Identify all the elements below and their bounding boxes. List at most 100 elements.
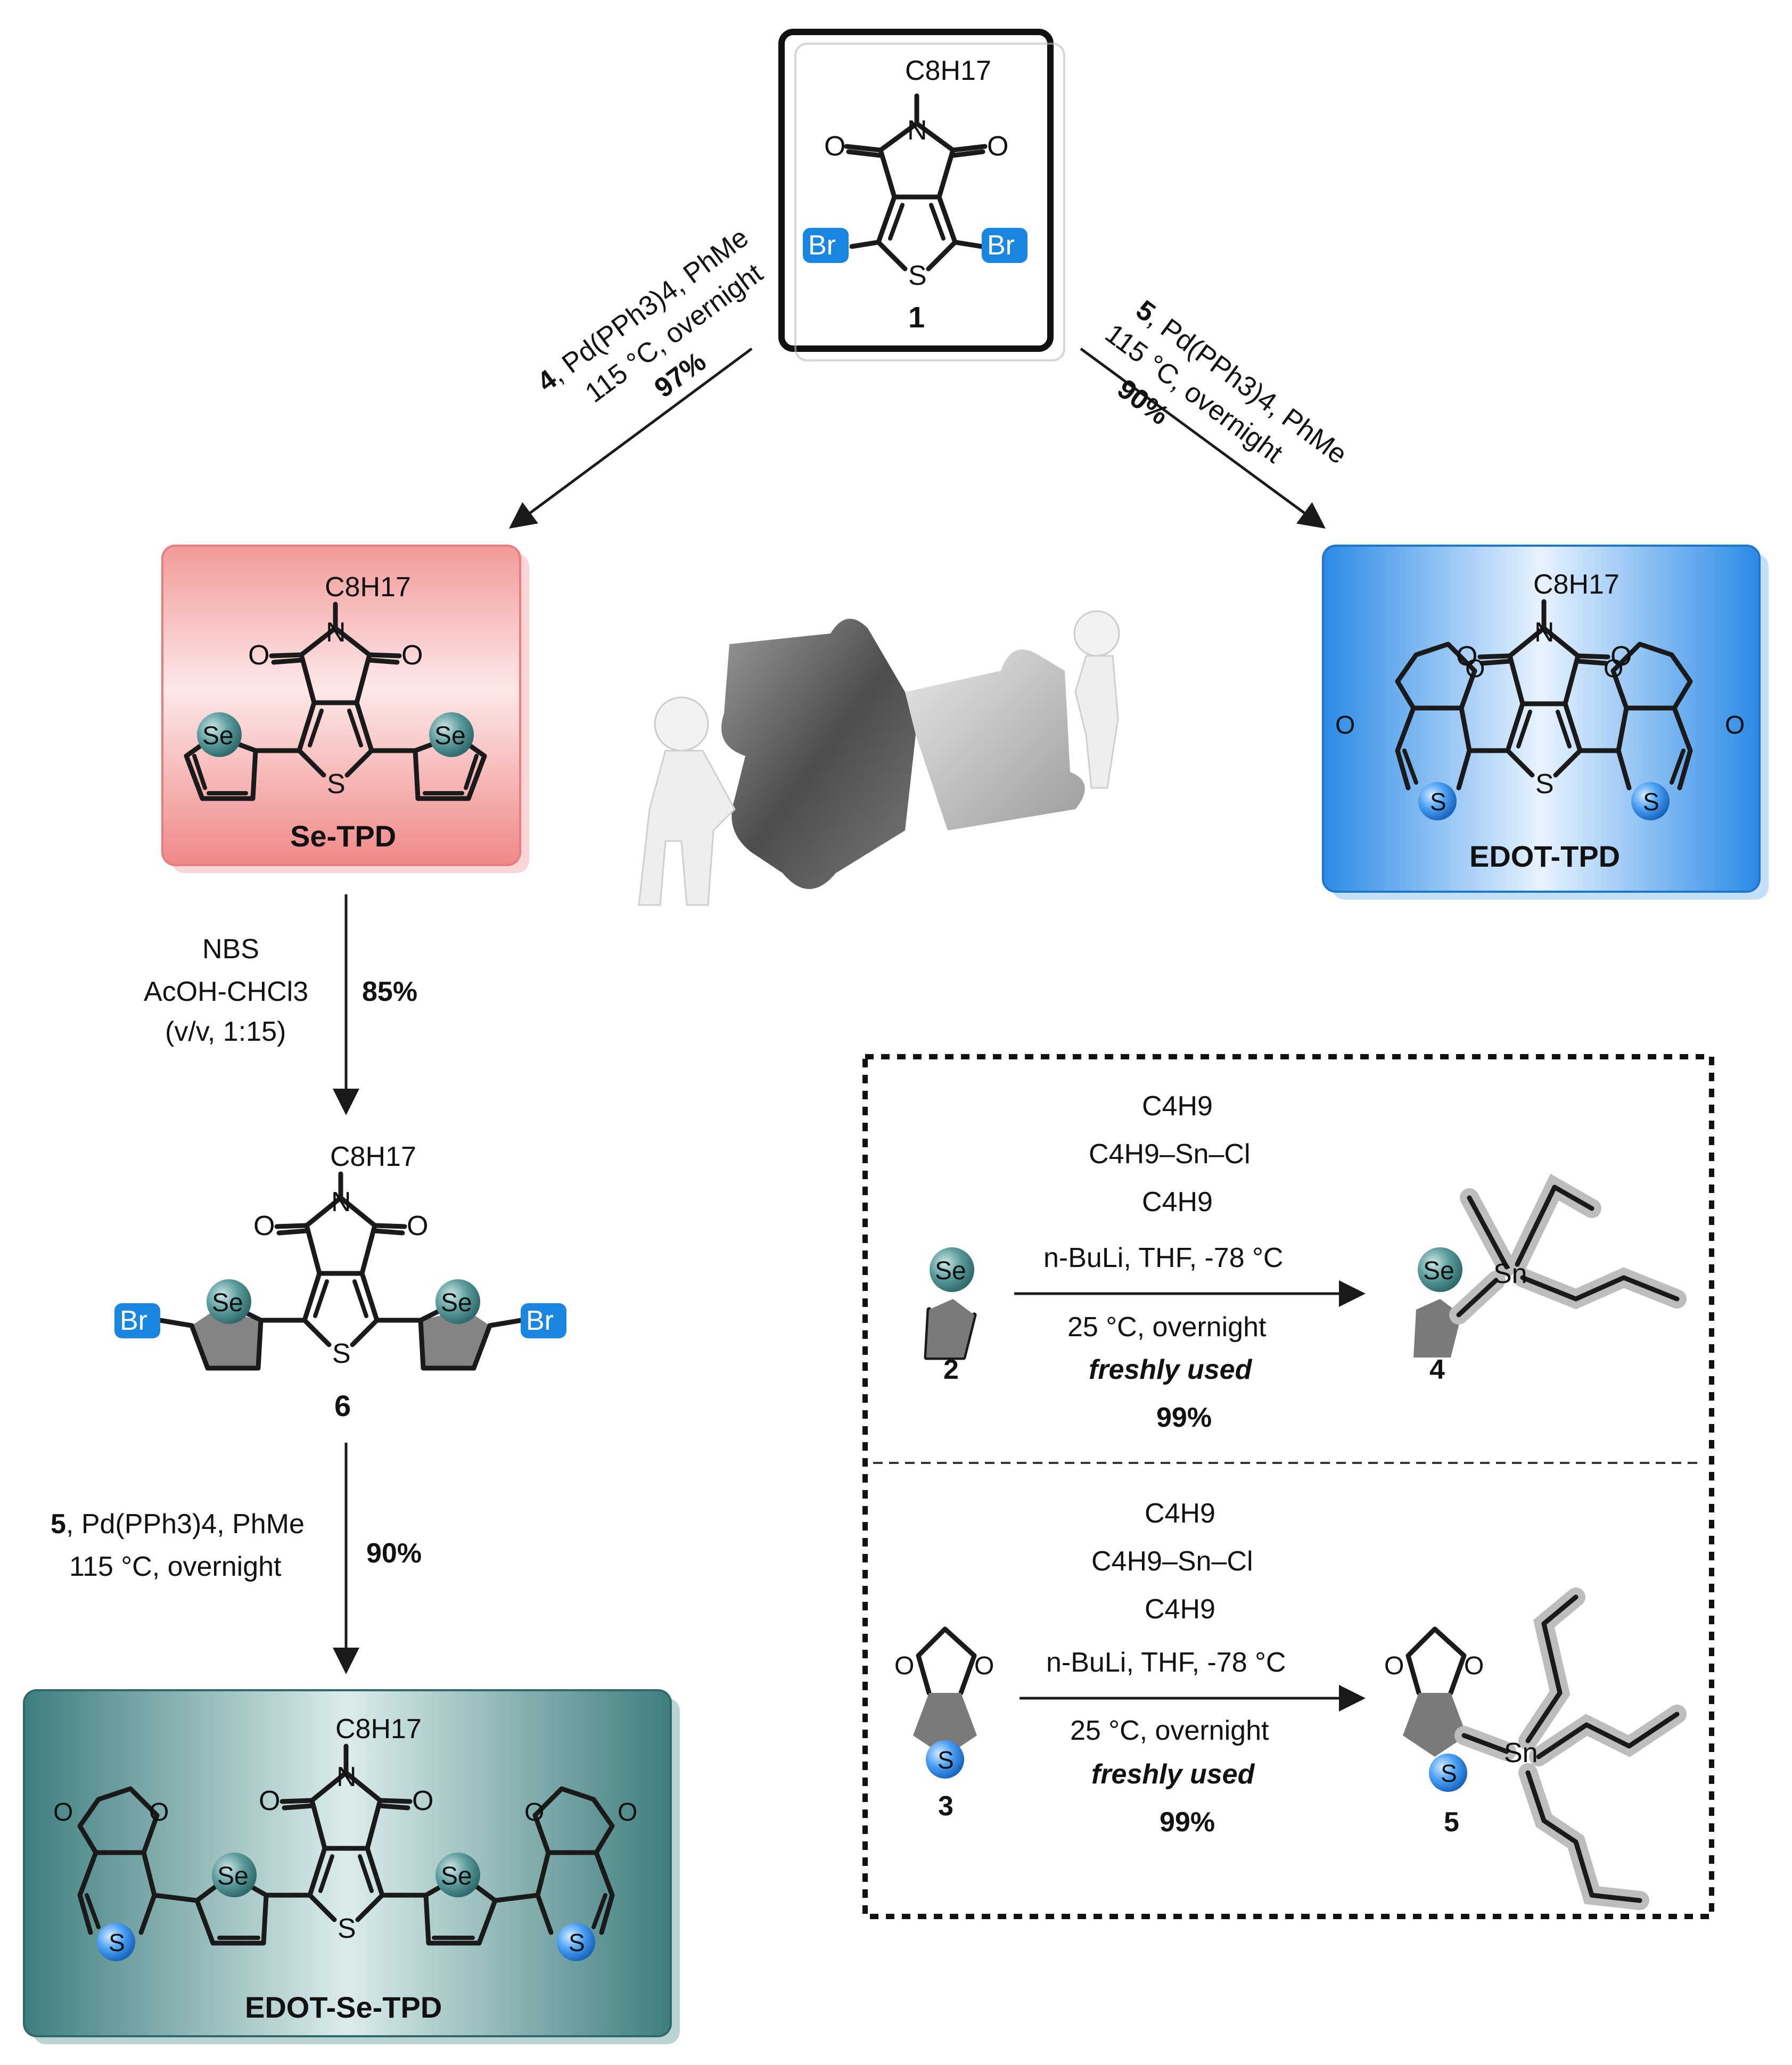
edot-tpd-label: EDOT-TPD bbox=[1469, 840, 1620, 873]
edot-se-tpd-se-left: Se bbox=[217, 1862, 249, 1890]
s-atom-right bbox=[1631, 782, 1670, 820]
se-tpd-o-left: O bbox=[248, 640, 269, 671]
edot-tpd-s-right: S bbox=[1643, 788, 1659, 816]
conditions-right: 5, Pd(PPh3)4, PhMe 115 °C, overnight 90% bbox=[1099, 294, 1353, 470]
edot-se-tpd-o-right: O bbox=[412, 1786, 433, 1816]
stannylation-inset: Se 2 C4H9 C4H9–Sn–Cl C4H9 n-BuLi, THF, -… bbox=[862, 1054, 1714, 1919]
inset-sn-5: Sn bbox=[1504, 1738, 1538, 1768]
edot-se-tpd-label: EDOT-Se-TPD bbox=[245, 1990, 442, 2024]
edot-se-tpd-o-2: O bbox=[53, 1798, 73, 1827]
inset-r1-cond1: n-BuLi, THF, -78 °C bbox=[1043, 1243, 1283, 1273]
inset-label-2: 2 bbox=[943, 1354, 959, 1385]
compound-1-label: 1 bbox=[908, 300, 925, 334]
edot-tpd-o-edot-1: O bbox=[1465, 655, 1485, 683]
inset-sn-4: Sn bbox=[1493, 1258, 1527, 1289]
compound-6-br-right: Br bbox=[526, 1305, 554, 1336]
inset-s-product: S bbox=[1441, 1759, 1457, 1787]
compound-6-s: S bbox=[332, 1338, 351, 1369]
inset-label-3: 3 bbox=[938, 1791, 953, 1822]
edot-se-tpd-o-3: O bbox=[524, 1798, 544, 1827]
inset-r2-cond2: 25 °C, overnight bbox=[1070, 1715, 1269, 1746]
se-tpd-n: N bbox=[326, 617, 346, 648]
inset-row-2: O O S 3 C4H9 C4H9–Sn–Cl C4H9 n-BuLi, THF… bbox=[894, 1498, 1687, 1910]
edot-se-tpd-o-1: O bbox=[149, 1798, 169, 1827]
se-tpd-o-right: O bbox=[401, 640, 423, 671]
compound-6-chain: C8H17 bbox=[330, 1141, 416, 1172]
edot-se-tpd-o-4: O bbox=[618, 1798, 637, 1827]
arrow-to-edot-tpd bbox=[1080, 347, 1326, 529]
inset-r1-yield: 99% bbox=[1156, 1402, 1212, 1433]
step-final-conditions: 115 °C, overnight bbox=[69, 1551, 282, 1582]
step-final-reagents: , Pd(PPh3)4, PhMe bbox=[66, 1509, 305, 1540]
conditions-left: 4, Pd(PPh3)4, PhMe 115 °C, overnight 97% bbox=[532, 222, 769, 409]
se-tpd-se-right: Se bbox=[434, 722, 466, 750]
edot-tpd-o-left: O bbox=[1456, 641, 1477, 672]
edot-se-tpd-se-right: Se bbox=[441, 1862, 472, 1890]
inset-o-5b: O bbox=[1464, 1652, 1484, 1680]
edot-tpd-o-edot-2: O bbox=[1335, 711, 1355, 739]
edot-se-tpd-o-left: O bbox=[259, 1786, 280, 1816]
se-tpd-chain: C8H17 bbox=[325, 572, 411, 603]
inset-se-product: Se bbox=[1423, 1257, 1454, 1285]
edot-tpd-o-right: O bbox=[1610, 641, 1632, 672]
br-badge-right bbox=[982, 228, 1027, 263]
nbs-yield: 85% bbox=[362, 976, 417, 1007]
edot-se-tpd-box bbox=[23, 1689, 672, 2037]
nbs-line3: (v/v, 1:15) bbox=[165, 1016, 286, 1047]
edot-se-tpd-s-core: S bbox=[338, 1913, 356, 1944]
edot-se-tpd-chain: C8H17 bbox=[335, 1714, 422, 1745]
se-tpd-se-left: Se bbox=[202, 722, 234, 750]
inset-r2-cond1: n-BuLi, THF, -78 °C bbox=[1046, 1647, 1286, 1678]
edot-tpd-s-left: S bbox=[1430, 788, 1446, 816]
br-badge-left bbox=[803, 228, 849, 263]
svg-text:5, Pd(PPh3)4, PhMe: 5, Pd(PPh3)4, PhMe bbox=[51, 1509, 305, 1540]
conditions-final: 5, Pd(PPh3)4, PhMe 115 °C, overnight 90% bbox=[51, 1509, 422, 1582]
inset-r1-cond3: freshly used bbox=[1089, 1354, 1253, 1385]
edot-se-tpd-s-left: S bbox=[109, 1929, 125, 1956]
inset-o-5a: O bbox=[1384, 1652, 1404, 1680]
arrow-to-se-tpd bbox=[508, 347, 753, 529]
edot-se-tpd-s-right: S bbox=[569, 1929, 585, 1956]
compound-1-o-left: O bbox=[824, 131, 845, 162]
compound-6: C8H17 N O O S Se Se Br Br 6 bbox=[114, 1141, 566, 1422]
inset-r2-reagent-mid: C4H9–Sn–Cl bbox=[1091, 1546, 1253, 1577]
compound-6-se-left: Se bbox=[212, 1289, 243, 1317]
inset-label-4: 4 bbox=[1429, 1354, 1445, 1385]
compound-1-s: S bbox=[908, 260, 927, 291]
nbs-line1: NBS bbox=[202, 934, 259, 965]
edot-tpd: C8H17 N O O S O O O O S S EDOT-TPD bbox=[1322, 545, 1769, 900]
inset-se-start: Se bbox=[935, 1257, 966, 1285]
compound-1-br-right: Br bbox=[987, 230, 1015, 261]
compound-1-chain: C8H17 bbox=[905, 55, 991, 86]
inset-r1-cond2: 25 °C, overnight bbox=[1067, 1312, 1267, 1343]
compound-6-se-right: Se bbox=[441, 1289, 472, 1317]
compound-1: C8H17 N O O S Br Br 1 bbox=[778, 29, 1065, 361]
se-tpd: C8H17 N O O S Se Se Se-TPD bbox=[161, 545, 529, 873]
puzzle-people-icon bbox=[638, 610, 1120, 906]
inset-r1-reagent-bot: C4H9 bbox=[1142, 1187, 1213, 1217]
s-atom-left bbox=[1418, 782, 1457, 820]
inset-o-3b: O bbox=[974, 1652, 994, 1680]
inset-r2-yield: 99% bbox=[1160, 1807, 1215, 1838]
edot-se-tpd-n: N bbox=[336, 1762, 357, 1792]
inset-r2-reagent-bot: C4H9 bbox=[1145, 1594, 1215, 1625]
se-tpd-s: S bbox=[327, 769, 346, 800]
edot-tpd-chain: C8H17 bbox=[1533, 569, 1620, 600]
conditions-nbs: NBS AcOH-CHCl3 (v/v, 1:15) 85% bbox=[144, 934, 417, 1047]
compound-1-n: N bbox=[907, 115, 927, 146]
se-tpd-label: Se-TPD bbox=[290, 819, 396, 853]
se-atom-left bbox=[197, 712, 242, 757]
inset-r1-reagent-mid: C4H9–Sn–Cl bbox=[1089, 1139, 1251, 1170]
edot-tpd-s-core: S bbox=[1535, 769, 1554, 800]
compound-1-o-right: O bbox=[987, 131, 1008, 162]
compound-6-o-left: O bbox=[253, 1211, 275, 1241]
compound-6-n: N bbox=[331, 1187, 351, 1217]
step-final-yield: 90% bbox=[366, 1538, 422, 1569]
reagent-5-final: 5 bbox=[51, 1509, 66, 1540]
inset-row-1: Se 2 C4H9 C4H9–Sn–Cl C4H9 n-BuLi, THF, -… bbox=[924, 1091, 1687, 1433]
edot-tpd-o-edot-4: O bbox=[1725, 711, 1745, 739]
inset-o-3a: O bbox=[894, 1652, 914, 1680]
inset-s-start: S bbox=[938, 1746, 954, 1774]
compound-1-frame bbox=[778, 29, 1054, 352]
